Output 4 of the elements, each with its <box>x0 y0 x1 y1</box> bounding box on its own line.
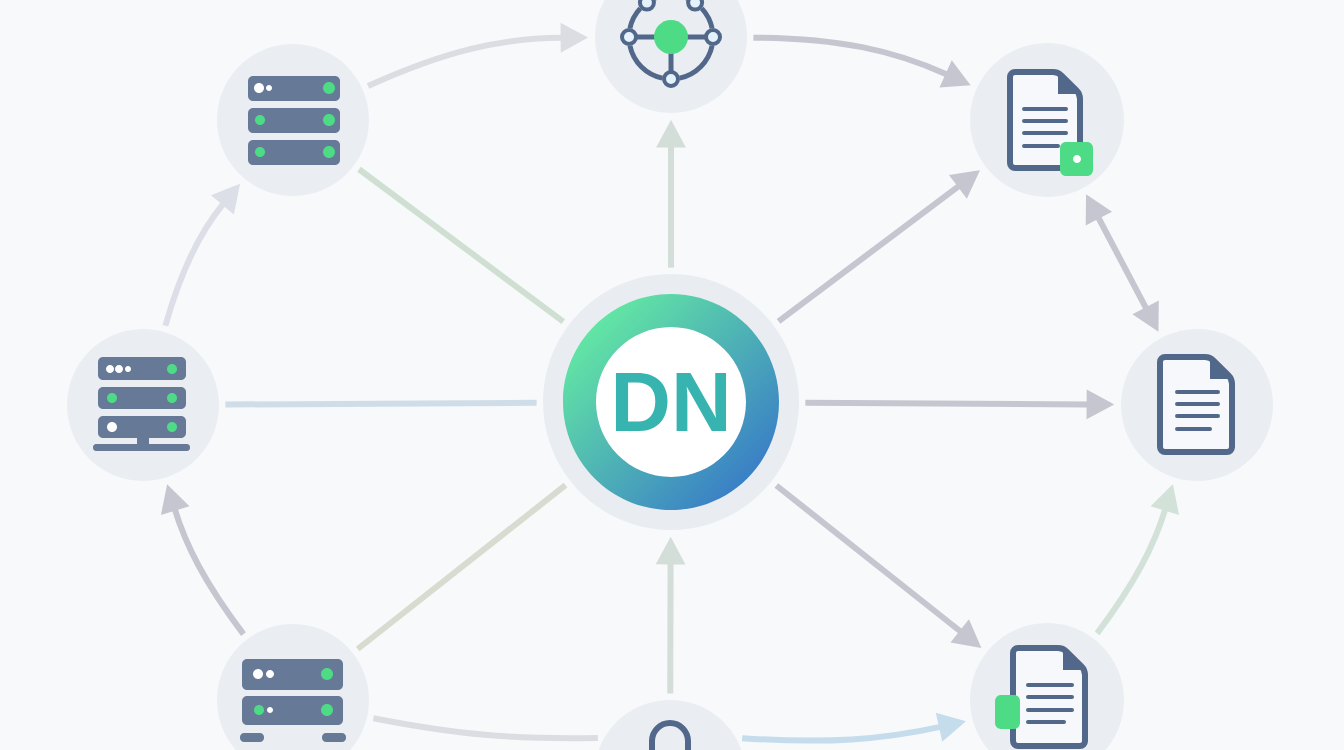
connector-line <box>355 482 568 652</box>
connector-line <box>372 715 598 742</box>
connector-line <box>357 166 566 325</box>
connector-line <box>225 399 537 408</box>
